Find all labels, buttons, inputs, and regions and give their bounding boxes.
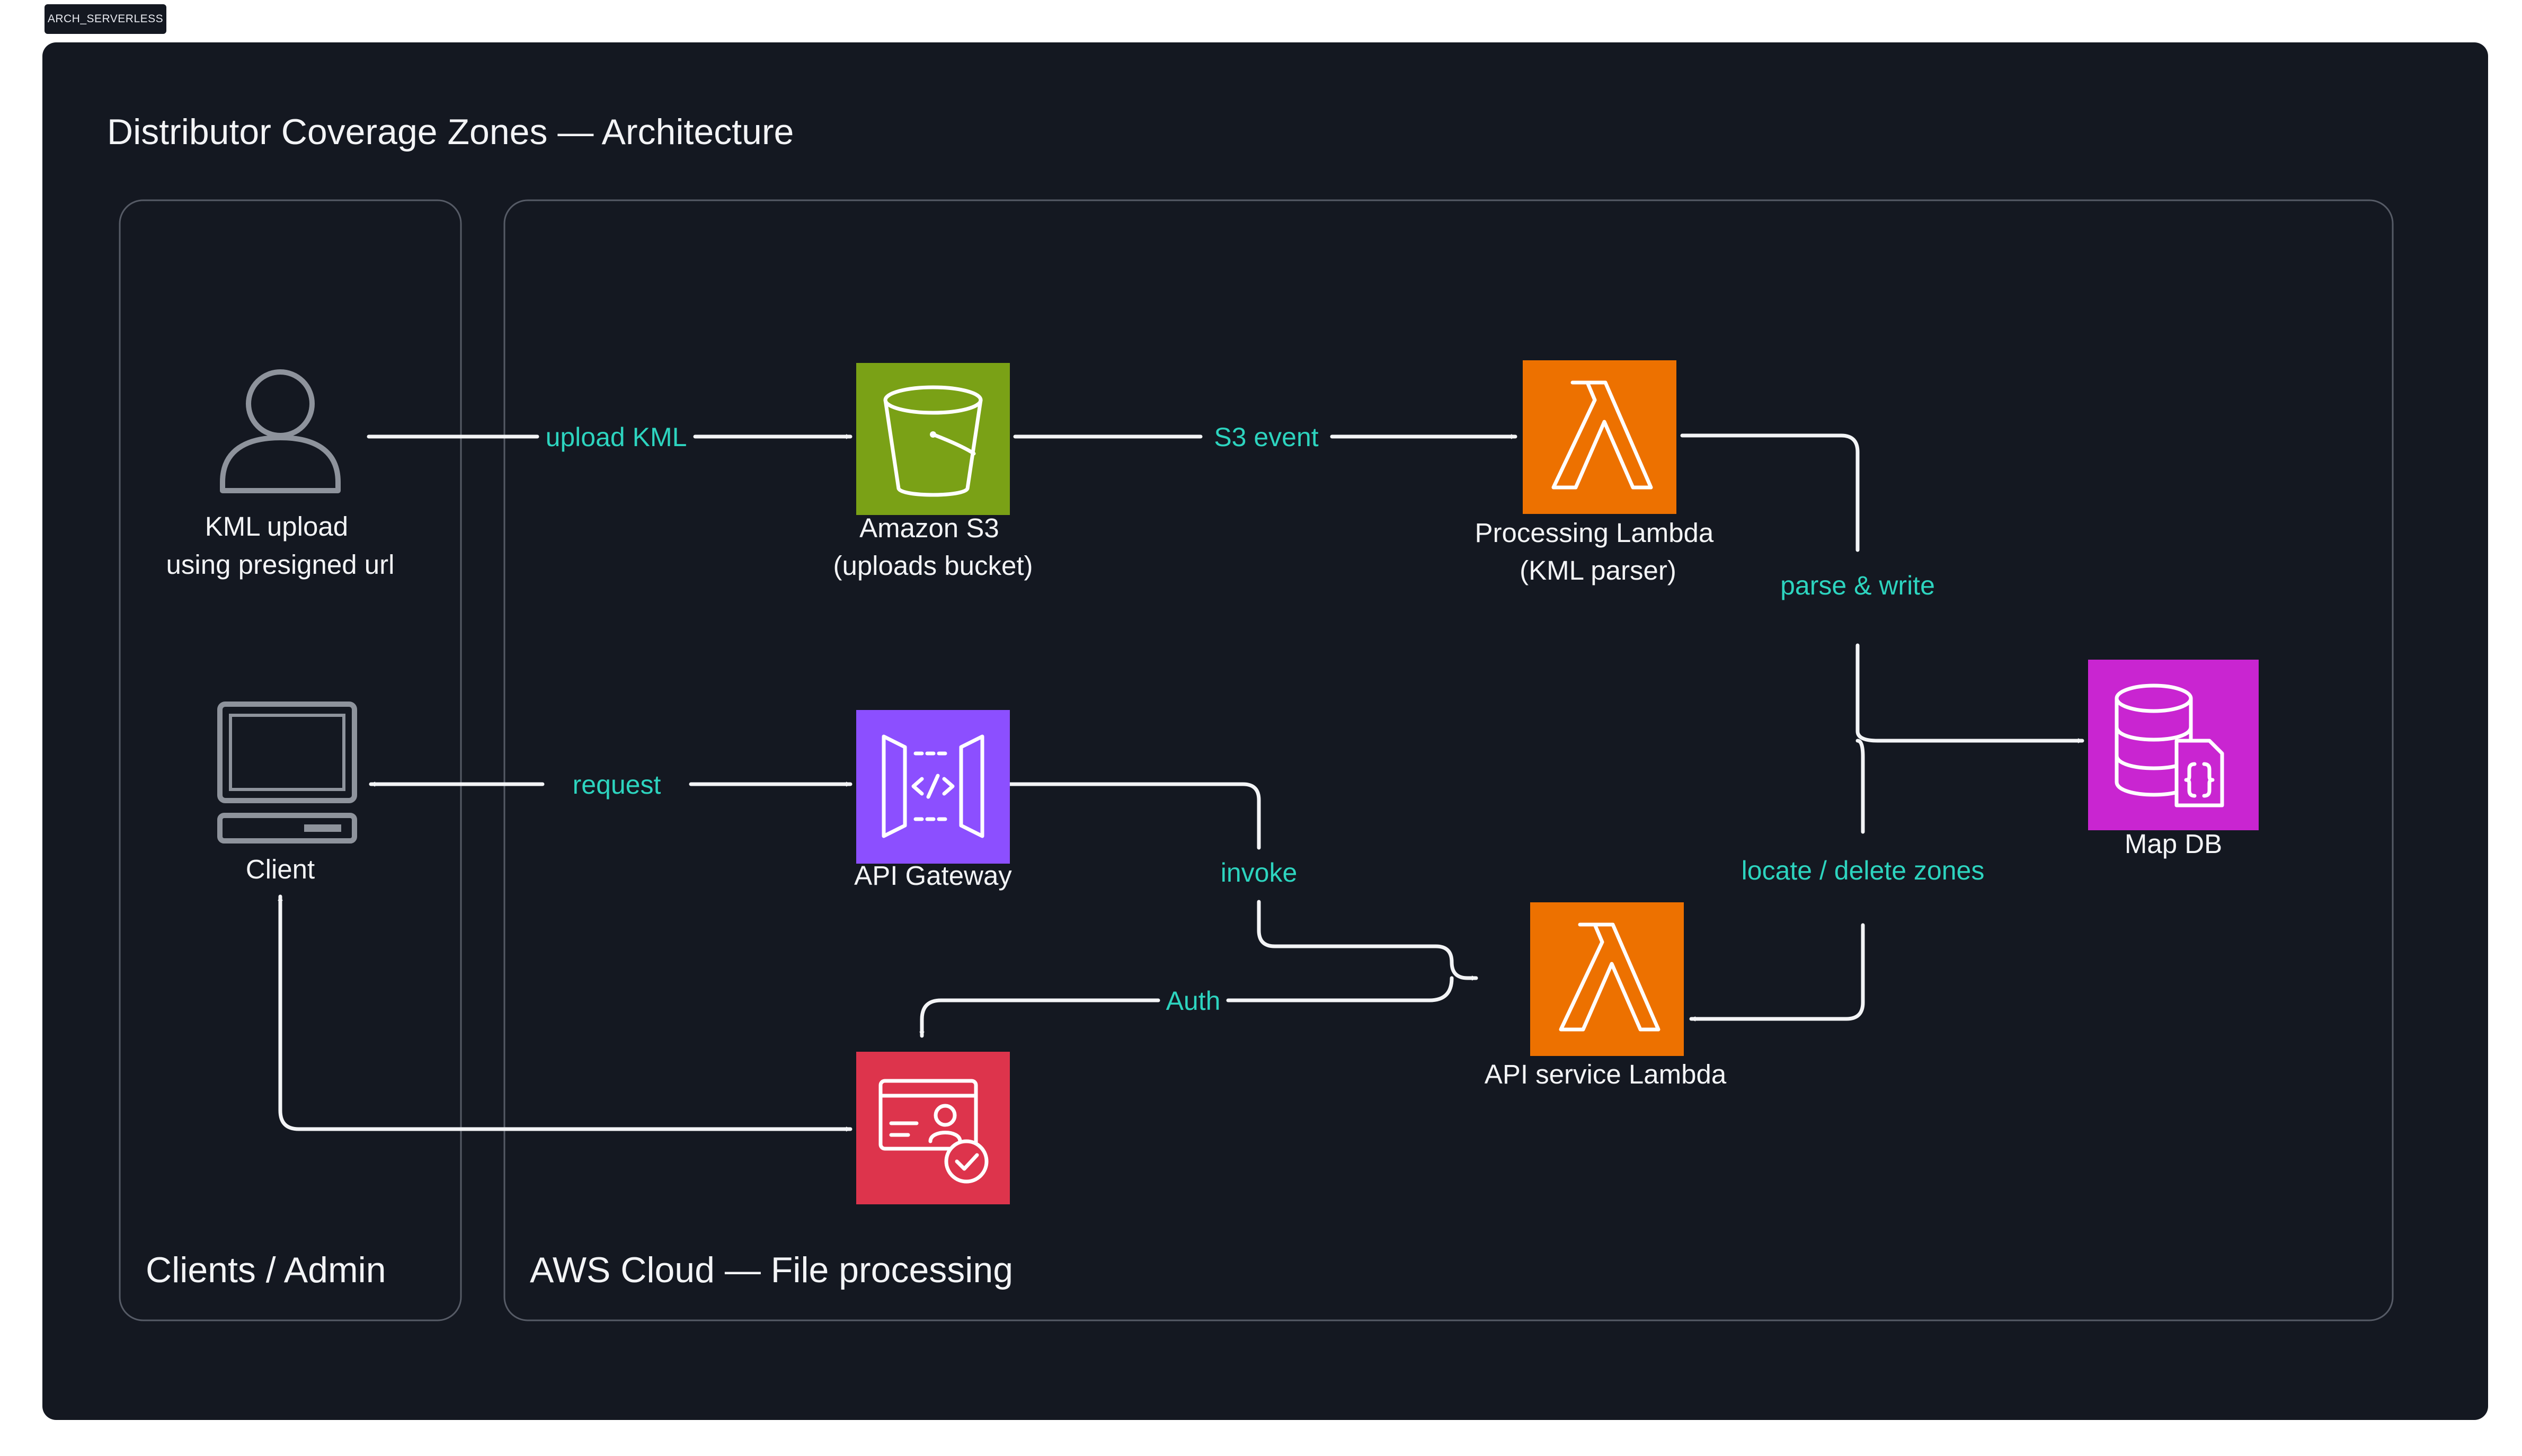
group-aws-cloud: AWS Cloud — File processing: [503, 199, 2394, 1321]
processing-lambda-label-line1: Processing Lambda: [1475, 518, 1714, 548]
client-label: Client: [246, 854, 315, 884]
edge-label-locate: locate / delete zones: [1742, 856, 1985, 885]
s3-label-line1: Amazon S3: [859, 513, 999, 543]
edge-parse-write: parse & write: [1680, 433, 2084, 743]
node-client: Client: [217, 702, 357, 884]
node-api-service-lambda: API service Lambda: [1485, 902, 1727, 1089]
group-clients: Clients / Admin: [119, 199, 462, 1321]
node-kml-upload: KML upload using presigned url: [166, 369, 395, 580]
mapdb-label: Map DB: [2125, 829, 2222, 859]
edge-label-auth: Auth: [1166, 986, 1221, 1016]
group-aws-label: AWS Cloud — File processing: [530, 1250, 1013, 1290]
computer-icon: [217, 702, 357, 844]
edge-auth: Auth: [919, 976, 1454, 1038]
api-lambda-label: API service Lambda: [1485, 1059, 1727, 1089]
diagram-title: Distributor Coverage Zones — Architectur…: [107, 112, 794, 152]
edge-s3-event: S3 event: [1013, 422, 1517, 452]
diagram-tag: ARCH_SERVERLESS: [45, 4, 166, 34]
lambda-icon: [1559, 922, 1660, 1032]
edge-client-auth: [278, 894, 852, 1132]
node-api-gateway: API Gateway: [854, 710, 1012, 891]
group-clients-label: Clients / Admin: [146, 1250, 386, 1290]
kml-upload-label-line1: KML upload: [205, 511, 348, 541]
svg-text:Amazon S3 (uploads bucke: Amazon S3 (uploads bucket): [833, 513, 1033, 581]
auth-credential-icon: [878, 1079, 989, 1184]
edge-label-parse: parse & write: [1780, 571, 1935, 600]
svg-text:KML upload using presign: KML upload using presigned url: [166, 511, 395, 580]
edge-locate-delete: locate / delete zones: [1689, 739, 1985, 1022]
edge-label-upload: upload KML: [546, 422, 687, 452]
edge-label-invoke: invoke: [1221, 858, 1298, 887]
mapdb-tile: [2088, 660, 2259, 830]
api-gateway-label: API Gateway: [854, 860, 1012, 891]
svg-text:Processing Lambda (KML p: Processing Lambda (KML parser): [1475, 518, 1721, 585]
processing-lambda-label-line2: (KML parser): [1520, 555, 1676, 585]
edge-label-request: request: [573, 770, 661, 800]
node-map-db: Map DB: [2088, 660, 2259, 859]
bucket-icon: [883, 385, 983, 497]
edge-invoke: invoke: [994, 782, 1478, 981]
user-icon: [220, 369, 341, 493]
diagram-canvas: .t { font-family: "Liberation Sans", "De…: [42, 42, 2488, 1420]
lambda-icon: [1551, 380, 1653, 490]
edge-request: request: [369, 770, 852, 800]
kml-upload-label-line2: using presigned url: [166, 549, 395, 580]
edge-label-s3event: S3 event: [1214, 422, 1318, 452]
node-processing-lambda: Processing Lambda (KML parser): [1475, 360, 1721, 585]
node-amazon-s3: Amazon S3 (uploads bucket): [833, 363, 1033, 581]
node-auth-service: [856, 1052, 1010, 1204]
edge-upload-kml: upload KML: [367, 422, 852, 452]
api-gateway-icon: [882, 734, 984, 838]
document-database-icon: [2115, 683, 2224, 807]
s3-label-line2: (uploads bucket): [833, 551, 1033, 581]
